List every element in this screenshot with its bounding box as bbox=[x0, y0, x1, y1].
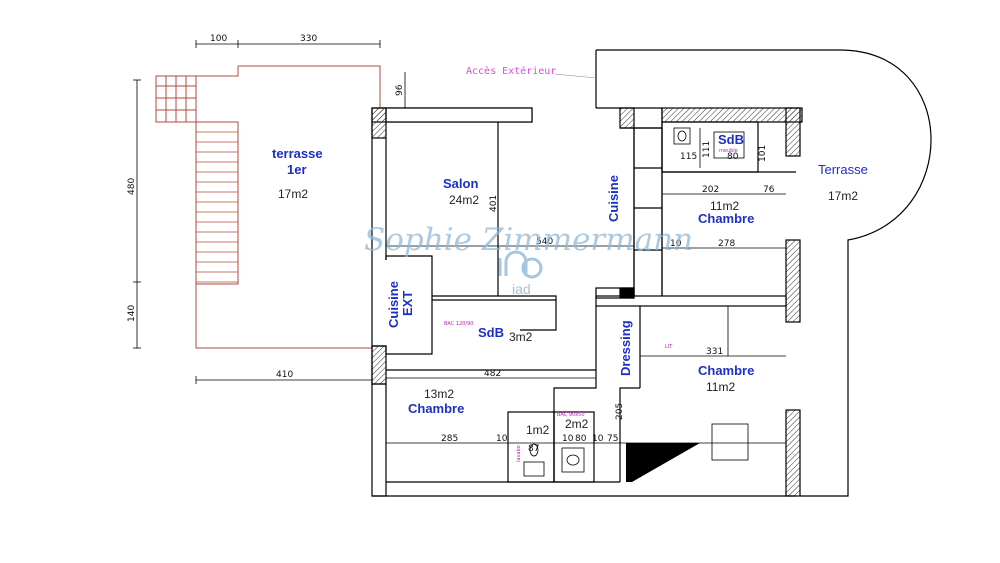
dim-80: 80 bbox=[727, 152, 739, 162]
room-salon-area: 24m2 bbox=[449, 193, 479, 207]
annotation-bac-90: BAC 90x50 bbox=[557, 412, 585, 418]
dim-80b: 80 bbox=[575, 434, 587, 444]
room-cuisine-label: Cuisine bbox=[606, 175, 621, 222]
annotation-meuble: meuble bbox=[719, 148, 738, 154]
room-terrasse-1er-area: 17m2 bbox=[278, 187, 308, 201]
acces-leader bbox=[554, 73, 597, 79]
toilet-icon bbox=[673, 127, 745, 159]
room-sdb-1-area: 3m2 bbox=[509, 330, 533, 344]
dim-205: 205 bbox=[615, 403, 625, 420]
room-wc-1-area: 1m2 bbox=[526, 423, 550, 437]
room-wc-2-area: 2m2 bbox=[565, 417, 589, 431]
terrasse-1er-outline bbox=[155, 65, 381, 349]
room-chambre-2-label: Chambre bbox=[698, 363, 754, 378]
annotation-acces-exterieur: Accès Extérieur bbox=[466, 65, 556, 77]
watermark-brand: iad bbox=[512, 281, 531, 297]
dim-410: 410 bbox=[276, 370, 293, 380]
dim-285: 285 bbox=[441, 434, 458, 444]
dim-278: 278 bbox=[718, 239, 735, 249]
wc-fixtures-icon bbox=[523, 443, 585, 477]
dim-10d: 10 bbox=[592, 434, 604, 444]
room-chambre-3-area: 13m2 bbox=[424, 387, 454, 401]
dimension-left bbox=[133, 79, 141, 349]
walls bbox=[371, 50, 803, 497]
terrace-stair-steps bbox=[196, 131, 238, 283]
room-chambre-1-area: 11m2 bbox=[710, 199, 739, 213]
dim-401: 401 bbox=[489, 195, 499, 212]
dim-10a: 10 bbox=[670, 239, 682, 249]
dimension-top bbox=[195, 40, 381, 48]
room-terrasse-1er-label-2: 1er bbox=[287, 162, 307, 177]
annotation-lavabo: lavabo bbox=[516, 445, 522, 462]
dim-202: 202 bbox=[702, 185, 719, 195]
room-cuisine-ext-label: Cuisine bbox=[386, 281, 401, 328]
iad-logo-icon bbox=[498, 250, 543, 279]
dim-101: 101 bbox=[758, 145, 768, 162]
dim-75: 75 bbox=[607, 434, 618, 444]
wardrobe-shape bbox=[626, 443, 700, 482]
dim-76: 76 bbox=[763, 185, 775, 195]
annotation-bac-120: BAC 120/90 bbox=[444, 321, 473, 327]
dim-330: 330 bbox=[300, 34, 317, 44]
room-dressing-label: Dressing bbox=[618, 320, 633, 376]
room-chambre-1-label: Chambre bbox=[698, 211, 754, 226]
room-salon-label: Salon bbox=[443, 176, 478, 191]
dim-111: 111 bbox=[702, 141, 712, 158]
room-sdb-2-label: SdB bbox=[718, 132, 744, 147]
desk-shape bbox=[711, 423, 749, 461]
room-sdb-1-label: SdB bbox=[478, 325, 504, 340]
watermark-signature: Sophie Zimmermann bbox=[364, 222, 693, 258]
dim-331: 331 bbox=[706, 347, 723, 357]
dim-100: 100 bbox=[210, 34, 227, 44]
dim-482: 482 bbox=[484, 369, 501, 379]
dim-87: 87 bbox=[528, 444, 539, 454]
dim-115: 115 bbox=[680, 152, 697, 162]
room-chambre-2-area: 11m2 bbox=[706, 380, 735, 394]
dim-10c: 10 bbox=[562, 434, 574, 444]
annotation-lit: LIT bbox=[665, 344, 673, 350]
room-chambre-3-label: Chambre bbox=[408, 401, 464, 416]
room-terrasse-label: Terrasse bbox=[818, 162, 868, 177]
room-cuisine-ext-label-2: EXT bbox=[400, 291, 415, 316]
terrasse-outline bbox=[596, 49, 932, 497]
dim-540: 540 bbox=[536, 237, 553, 247]
dim-480: 480 bbox=[127, 178, 137, 195]
dim-96: 96 bbox=[395, 84, 405, 96]
room-terrasse-area: 17m2 bbox=[828, 189, 858, 203]
room-terrasse-1er-label: terrasse bbox=[272, 146, 323, 161]
dim-10b: 10 bbox=[496, 434, 508, 444]
dim-140: 140 bbox=[127, 305, 137, 322]
